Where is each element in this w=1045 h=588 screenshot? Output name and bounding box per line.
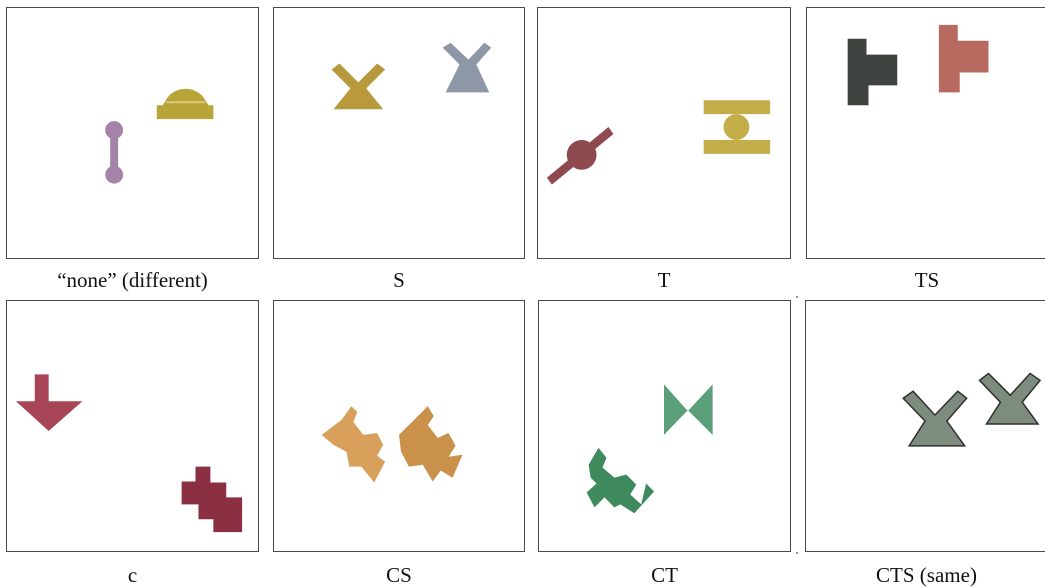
caption-ct: CT bbox=[538, 563, 791, 587]
caption-t: T bbox=[537, 268, 791, 292]
caption-c: c bbox=[6, 563, 259, 587]
x-shape bbox=[332, 64, 386, 110]
caption-cs: CS bbox=[273, 563, 525, 587]
t-block-shape bbox=[848, 39, 898, 105]
panel-s bbox=[273, 7, 525, 259]
caption-s: S bbox=[273, 268, 525, 292]
panel-none-different bbox=[6, 7, 259, 259]
bowtie-shape bbox=[664, 384, 713, 435]
disc-bar-shape bbox=[704, 100, 770, 154]
claw-shape bbox=[399, 406, 462, 481]
disc-bar-shape bbox=[547, 127, 613, 185]
claw-shape bbox=[322, 406, 385, 482]
dumbbell-shape bbox=[105, 121, 123, 184]
panel-ct bbox=[538, 300, 791, 552]
x-shape bbox=[443, 43, 492, 93]
caption-cts-same: CTS (same) bbox=[805, 563, 1045, 587]
divider-dot bbox=[796, 296, 798, 298]
panel-c bbox=[6, 300, 259, 552]
stepped-shape bbox=[182, 467, 243, 532]
divider-dot bbox=[796, 552, 798, 554]
caption-ts: TS bbox=[806, 268, 1045, 292]
dome-shape bbox=[157, 89, 214, 119]
x-shape bbox=[980, 373, 1040, 424]
panel-t bbox=[537, 7, 791, 259]
x-shape bbox=[903, 391, 966, 446]
arrow-shape bbox=[16, 374, 82, 431]
caption-none-different: “none” (different) bbox=[6, 268, 259, 292]
panel-cs bbox=[273, 300, 525, 552]
panel-ts bbox=[806, 7, 1045, 259]
claw-shape bbox=[587, 448, 654, 513]
t-block-shape bbox=[939, 25, 989, 92]
panel-cts-same bbox=[805, 300, 1045, 552]
